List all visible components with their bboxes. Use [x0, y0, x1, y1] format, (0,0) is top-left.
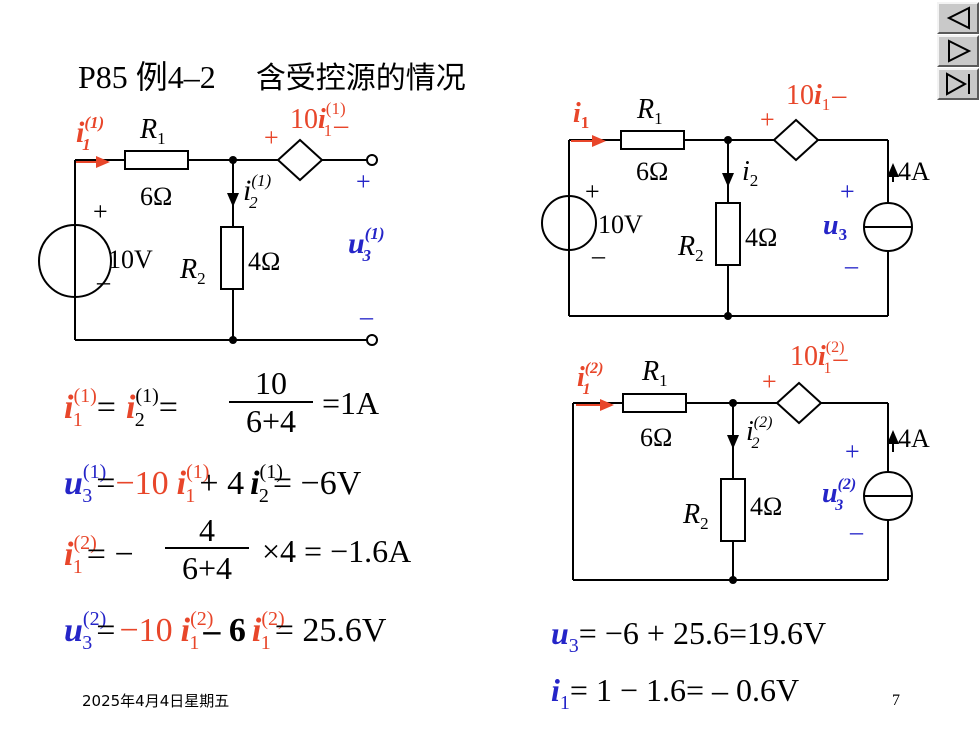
circuit-full-branch-current: i2	[742, 156, 758, 190]
circuit-b	[572, 381, 913, 581]
resistor-r2	[220, 226, 244, 290]
circuit-b-r1-value: 6Ω	[640, 423, 672, 452]
resistor-r2-full	[715, 202, 741, 266]
circuit-full-r2-label: R2	[677, 231, 704, 265]
circuit-full-cs-value: 4A	[898, 157, 930, 186]
eq3-numerator: 4	[199, 512, 215, 548]
circuit-full-source-minus: –	[591, 241, 606, 270]
title-text: 含受控源的情况	[255, 61, 466, 96]
circuit-b-cs-plus: +	[845, 437, 860, 466]
circuit-b-cs-value: 4A	[898, 424, 930, 453]
summary-u3: u3= −6 + 25.6=19.6V	[551, 615, 826, 657]
circuit-a-out-var: u(1)3	[348, 224, 385, 265]
title-ref: P85 例4–2	[78, 59, 216, 95]
circuit-a-r2-label: R2	[179, 254, 206, 288]
dependent-source	[276, 138, 324, 182]
circuit-a-source-minus: –	[96, 267, 111, 296]
resistor-r2-b	[720, 478, 746, 542]
equation-1: i(1)1=i(1)2=	[64, 385, 178, 431]
dependent-source-full	[772, 118, 820, 162]
resistor-r1-full	[620, 130, 685, 150]
circuit-b-r1-label: R1	[641, 356, 668, 390]
eq1-denominator: 6+4	[246, 403, 296, 439]
circuit-a-current: i(1)1	[76, 113, 104, 154]
resistor-r1-b	[622, 393, 687, 413]
circuit-full-cs-minus: –	[844, 251, 859, 280]
summary-i1: i1= 1 − 1.6= – 0.6V	[551, 672, 799, 714]
slide-title: P85 例4–2 含受控源的情况	[78, 52, 466, 98]
circuit-full-dep-plus: +	[760, 105, 775, 134]
circuit-a-dep-label: 10i(1)1–	[290, 99, 349, 141]
circuit-a-branch-current: i(1)2	[243, 171, 272, 212]
circuit-b-r2-value: 4Ω	[750, 492, 782, 521]
circuit-a-r2-value: 4Ω	[248, 247, 280, 276]
circuit-full-source-plus: +	[585, 177, 600, 206]
circuit-full-dep-label: 10i1–	[786, 80, 847, 114]
circuit-full-cs-plus: +	[840, 177, 855, 206]
last-slide-button[interactable]	[937, 68, 979, 100]
circuit-a-source-value: 10V	[108, 245, 153, 274]
circuit-a	[38, 138, 378, 346]
circuit-b-cs-var: u(2)3	[822, 476, 856, 514]
circuit-full-current: i1	[573, 98, 589, 132]
triangle-right-icon	[948, 39, 972, 63]
circuit-a-r1-value: 6Ω	[140, 182, 172, 211]
eq1-numerator: 10	[255, 365, 287, 401]
circuit-a-out-plus: +	[356, 167, 371, 196]
circuit-full-cs-var: u3	[823, 210, 847, 244]
circuit-b-branch-current: i(2)2	[746, 414, 772, 452]
eq3-result: ×4 = −1.6A	[262, 533, 411, 569]
circuit-a-out-minus: –	[359, 302, 374, 331]
circuit-b-dep-label: 10i(2)1–	[790, 339, 848, 377]
circuit-a-r1-label: R1	[139, 114, 166, 148]
previous-slide-button[interactable]	[937, 2, 979, 34]
circuit-full	[541, 118, 913, 317]
triangle-left-icon	[946, 6, 970, 30]
equation-3: i(2)1= −	[64, 532, 134, 578]
circuit-b-cs-minus: –	[849, 517, 864, 546]
eq3-denominator: 6+4	[182, 550, 232, 586]
circuit-a-source-plus: +	[93, 197, 108, 226]
circuit-a-dep-plus: +	[264, 123, 279, 152]
page-number: 7	[892, 692, 900, 709]
circuit-b-dep-plus: +	[762, 367, 777, 396]
circuit-b-current: i(2)1	[577, 360, 603, 398]
resistor-r1	[124, 150, 189, 170]
slide-date: 2025年4月4日星期五	[82, 692, 230, 710]
circuit-full-r2-value: 4Ω	[745, 223, 777, 252]
circuit-full-r1-label: R1	[636, 94, 663, 128]
skip-to-end-icon	[946, 72, 970, 96]
dependent-source-b	[775, 381, 823, 425]
eq1-result: =1A	[322, 385, 379, 421]
circuit-full-source-value: 10V	[598, 210, 643, 239]
next-slide-button[interactable]	[937, 35, 979, 67]
circuit-full-r1-value: 6Ω	[636, 157, 668, 186]
circuit-b-r2-label: R2	[682, 499, 709, 533]
